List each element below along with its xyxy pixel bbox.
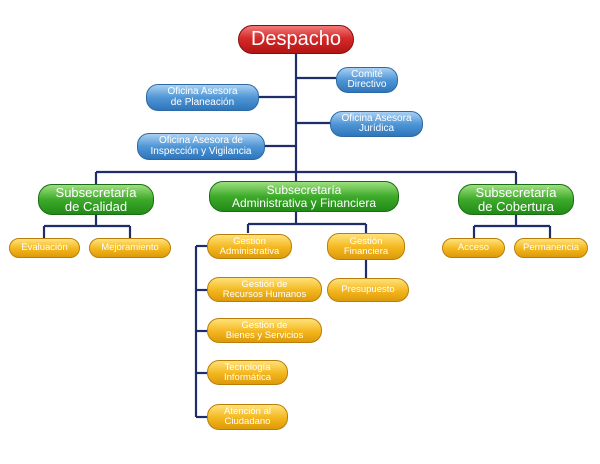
subsecretaria-calidad-label: Subsecretaría de Calidad bbox=[55, 184, 137, 214]
evaluacion-node: Evaluación bbox=[9, 238, 80, 258]
mejoramiento-node: Mejoramiento bbox=[89, 238, 171, 258]
comite-directivo-node: Comité Directivo bbox=[336, 67, 398, 93]
oficina-planeacion-label: Oficina Asesora de Planeación bbox=[167, 86, 238, 108]
despacho-node: Despacho bbox=[238, 25, 354, 54]
subsecretaria-cobertura-label: Subsecretaría de Cobertura bbox=[475, 184, 557, 214]
gestion-bienes-servicios-label: Gestión de Bienes y Servicios bbox=[225, 319, 304, 341]
subsecretaria-administrativa-node: Subsecretaría Administrativa y Financier… bbox=[209, 181, 399, 212]
subsecretaria-administrativa-label: Subsecretaría Administrativa y Financier… bbox=[231, 182, 377, 210]
tecnologia-informatica-node: Tecnología Informática bbox=[207, 360, 288, 385]
despacho-label: Despacho bbox=[250, 28, 342, 50]
gestion-financiera-label: Gestión Financiera bbox=[343, 235, 389, 257]
atencion-ciudadano-label: Atención al Ciudadano bbox=[223, 406, 271, 427]
oficina-juridica-label: Oficina Asesora Jurídica bbox=[341, 112, 412, 134]
gestion-recursos-humanos-node: Gestión de Recursos Humanos bbox=[207, 277, 322, 302]
oficina-inspeccion-label: Oficina Asesora de Inspección y Vigilanc… bbox=[150, 135, 252, 157]
oficina-juridica-node: Oficina Asesora Jurídica bbox=[330, 111, 423, 137]
gestion-recursos-humanos-label: Gestión de Recursos Humanos bbox=[222, 278, 307, 300]
comite-directivo-label: Comité Directivo bbox=[347, 68, 387, 90]
tecnologia-informatica-label: Tecnología Informática bbox=[224, 361, 271, 383]
oficina-planeacion-node: Oficina Asesora de Planeación bbox=[146, 84, 259, 111]
permanencia-node: Permanencia bbox=[514, 238, 588, 258]
mejoramiento-label: Mejoramiento bbox=[101, 242, 159, 254]
oficina-inspeccion-node: Oficina Asesora de Inspección y Vigilanc… bbox=[137, 133, 265, 160]
subsecretaria-calidad-node: Subsecretaría de Calidad bbox=[38, 184, 154, 215]
gestion-administrativa-label: Gestión Administrativa bbox=[219, 235, 280, 257]
subsecretaria-cobertura-node: Subsecretaría de Cobertura bbox=[458, 184, 574, 215]
gestion-administrativa-node: Gestión Administrativa bbox=[207, 234, 292, 259]
atencion-ciudadano-node: Atención al Ciudadano bbox=[207, 404, 288, 430]
acceso-node: Acceso bbox=[442, 238, 505, 258]
acceso-label: Acceso bbox=[457, 242, 490, 254]
gestion-financiera-node: Gestión Financiera bbox=[327, 233, 405, 260]
permanencia-label: Permanencia bbox=[523, 242, 579, 254]
gestion-bienes-servicios-node: Gestión de Bienes y Servicios bbox=[207, 318, 322, 343]
evaluacion-label: Evaluación bbox=[21, 242, 68, 254]
presupuesto-node: Presupuesto bbox=[327, 278, 409, 302]
presupuesto-label: Presupuesto bbox=[341, 284, 395, 296]
